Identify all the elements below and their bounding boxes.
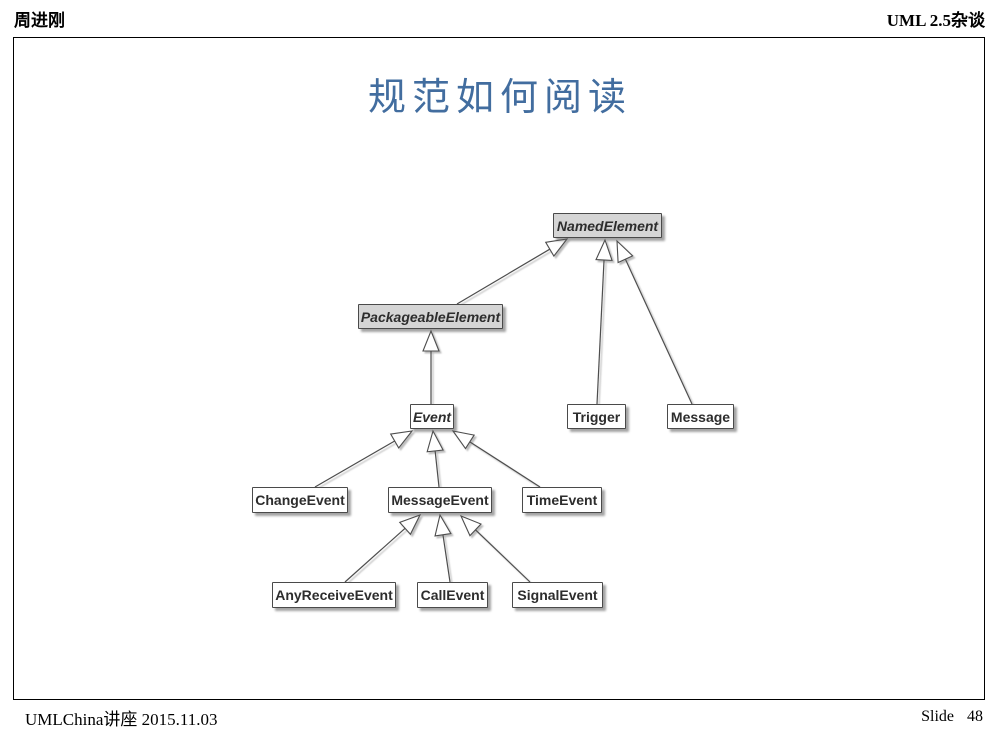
header-author: 周进刚 bbox=[14, 11, 65, 30]
content-frame bbox=[13, 37, 985, 700]
slide-number-value: 48 bbox=[967, 708, 983, 725]
slide-title: 规范如何阅读 bbox=[367, 77, 632, 119]
footer-venue-date: UMLChina讲座 2015.11.03 bbox=[25, 710, 218, 729]
header-topic: UML 2.5杂谈 bbox=[886, 11, 985, 30]
slide-number-label: Slide bbox=[921, 708, 954, 725]
footer-slide-number: Slide 48 bbox=[921, 708, 983, 726]
